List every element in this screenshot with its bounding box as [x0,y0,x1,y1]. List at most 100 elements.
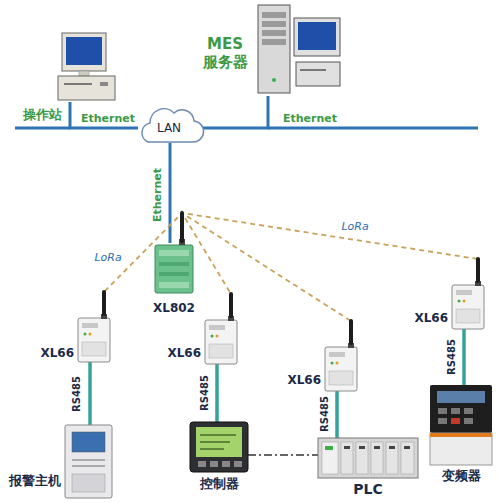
cloud-shape [142,109,204,142]
node-label: XL66 [40,346,74,360]
inverter-device-part [430,385,492,433]
computer-icon-part [62,33,106,71]
server-icon-part [298,22,336,50]
lora-module-part [205,320,237,364]
controller-device [190,422,248,472]
lora-module-part [229,294,233,316]
controller-device-part [190,422,248,472]
server-icon [258,5,340,93]
node-label: LAN [157,121,181,135]
ethernet-bus [15,128,478,129]
lora-module-part [336,362,339,365]
node-label: 控制器 [200,476,239,492]
ethernet-line [70,102,138,128]
gateway-device-part [159,250,189,256]
cloud-node: LAN [138,105,200,143]
controller-device-part [200,434,236,436]
edge-label: RS485 [319,395,330,433]
server-node: MES 服务器 [255,3,342,96]
gateway-device-part [180,213,184,241]
controller-device-part [196,427,242,457]
controller-device-part [222,461,230,467]
lora-link [182,213,478,285]
plc-rack-part [371,442,383,474]
computer-icon-part [64,83,92,85]
controller-device-part [198,461,206,467]
plc-rack-part [325,446,333,450]
alarm-panel-part [72,432,105,452]
lora-module-part [209,325,225,330]
computer-icon-part [100,82,108,86]
alarm-panel-part [72,465,105,467]
alarm-panel-part [72,474,105,492]
server-icon-part [262,39,286,45]
gateway-device-part [159,282,189,288]
lora-module-part [325,347,357,391]
plc-node: PLC [318,438,418,478]
server-icon-part [294,18,340,56]
edge-label: Ethernet [152,167,164,223]
inverter-device-part [438,408,447,414]
inverter-device-part [464,418,473,424]
ethernet-bus-part [268,127,478,130]
rs485-cable [462,329,466,385]
gateway-device-part [159,262,189,266]
lora-module-part [331,362,334,365]
lora-module-part [78,318,110,362]
computer-icon-part [66,37,102,65]
inverter-device-part [438,418,447,424]
computer-icon-part [58,76,115,100]
module-node: XL66 [325,347,357,391]
server-icon-part [272,78,276,82]
lora-module-part [329,371,353,385]
lora-module-part [216,335,219,338]
plc-rack-part [389,446,395,449]
controller-device-part [200,441,230,443]
inverter-device-part [437,391,485,403]
plc-rack [318,438,418,478]
controller-device-part [210,461,218,467]
alarm-panel-part [72,459,105,461]
edge-label: RS485 [446,338,457,376]
gateway-node: XL802 [152,243,196,295]
lora-module-part [82,323,98,328]
edge-label: LoRa [340,221,369,233]
alarm-node: 报警主机 [65,425,112,498]
controller-device-part [234,461,242,467]
lora-module-part [329,352,345,357]
lora-module-part [349,321,353,343]
lora-module-part [211,335,214,338]
server-icon-part [262,30,286,36]
module-node: XL66 [205,320,237,364]
node-label: MES 服务器 [200,35,250,71]
gateway-device-part [159,272,189,276]
ethernet-line [169,143,172,243]
plc-rack-part [374,446,380,449]
control-link [248,454,318,456]
plc-rack-part [401,442,414,474]
inverter-device-part [430,433,492,437]
plc-rack-part [404,446,410,449]
plc-rack-part [344,446,350,449]
edge-label: RS485 [71,375,82,413]
node-label: 操作站 [23,107,62,123]
rs485-cable [215,364,219,422]
gateway-device [155,213,193,293]
inverter-device-part [430,433,492,465]
edge-label: LoRa [93,252,122,264]
lora-module-part [456,290,472,295]
lora-module-part [476,259,480,281]
lora-module-part [209,344,233,358]
controller-device-part [200,448,224,450]
module-node: XL66 [452,285,484,329]
server-icon-part [258,5,290,93]
plc-rack-part [322,442,338,474]
server-icon-part [296,62,340,86]
computer-icon-part [79,71,89,76]
lora-module-part [89,333,92,336]
node-label: XL66 [414,311,448,325]
lora-module-part [452,285,484,329]
ethernet-line [200,96,268,128]
